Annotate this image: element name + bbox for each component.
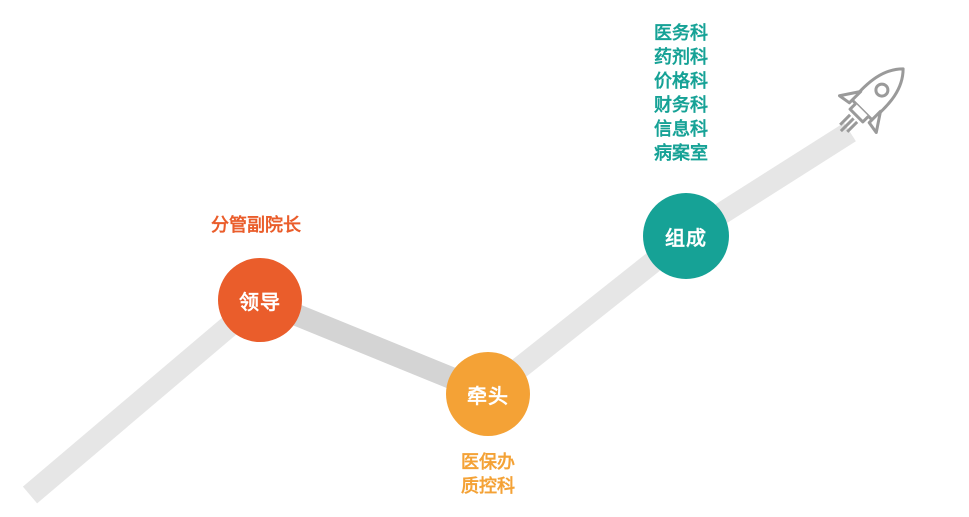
node-form-label: 组成 <box>665 225 707 250</box>
caption-form-line: 药剂科 <box>654 47 708 68</box>
caption-lead-line: 分管副院长 <box>211 215 301 236</box>
caption-form-line: 信息科 <box>654 119 708 140</box>
caption-form-line: 病案室 <box>654 143 708 164</box>
caption-form: 医务科 药剂科 价格科 财务科 信息科 病案室 <box>626 22 736 166</box>
caption-head: 医保办 质控科 <box>428 451 548 499</box>
caption-lead: 分管副院长 <box>186 214 326 238</box>
caption-head-line: 医保办 <box>461 452 515 473</box>
node-lead: 领导 <box>218 258 302 342</box>
node-head-label: 牵头 <box>467 383 509 408</box>
rocket-icon <box>837 67 905 135</box>
caption-head-line: 质控科 <box>461 476 515 497</box>
caption-form-line: 财务科 <box>654 95 708 116</box>
node-head: 牵头 <box>446 352 530 436</box>
caption-form-line: 价格科 <box>654 71 708 92</box>
track-segment-rise-start <box>22 291 268 504</box>
caption-form-line: 医务科 <box>654 23 708 44</box>
node-form: 组成 <box>643 193 729 279</box>
node-lead-label: 领导 <box>239 289 281 314</box>
